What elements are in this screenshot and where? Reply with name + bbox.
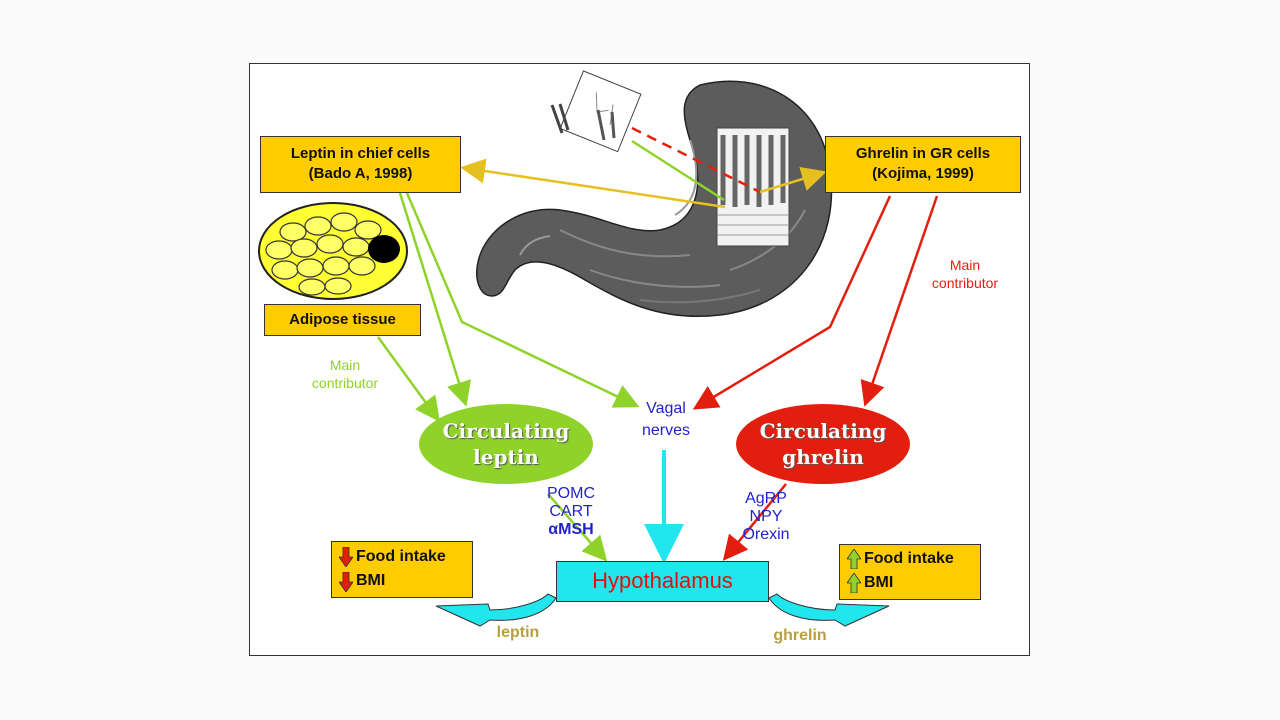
ghrelin-feedback-label: ghrelin bbox=[773, 627, 827, 644]
arrow-adipose-to-circulating bbox=[376, 336, 440, 423]
ghrelin-source-citation: (Kojima, 1999) bbox=[872, 165, 974, 182]
adipose-tissue-label: Adipose tissue bbox=[289, 311, 396, 328]
circulating-ghrelin-line2: ghrelin bbox=[782, 445, 864, 469]
green-gland-line bbox=[631, 139, 725, 202]
circulating-leptin-ellipse: Circulating leptin bbox=[419, 404, 593, 484]
vagal-nerves-label: Vagal nerves bbox=[641, 400, 691, 439]
arrow-leptin-to-circulating bbox=[398, 192, 471, 407]
leptin-effect-box: Food intake BMI bbox=[331, 541, 473, 598]
circulating-leptin-line2: leptin bbox=[473, 445, 539, 469]
ghrelin-effect-food-intake: Food intake bbox=[864, 550, 954, 567]
up-arrow-icon bbox=[847, 573, 861, 593]
circulating-leptin-line1: Circulating bbox=[442, 419, 570, 443]
adipose-cell-illustration bbox=[258, 202, 408, 300]
arrow-to-ghrelin-box bbox=[759, 166, 827, 194]
down-arrow-icon bbox=[339, 547, 353, 567]
red-dashed-line bbox=[631, 126, 761, 194]
ghrelin-effect-box: Food intake BMI bbox=[839, 544, 981, 600]
right-feedback-arrow bbox=[768, 593, 890, 627]
ghrelin-source-title: Ghrelin in GR cells bbox=[855, 145, 991, 162]
circulating-ghrelin-line1: Circulating bbox=[759, 419, 887, 443]
ghrelin-main-contributor-label: Main contributor bbox=[931, 257, 999, 291]
arrow-ghrelin-to-circulating bbox=[860, 195, 939, 407]
left-feedback-arrow bbox=[435, 593, 557, 627]
hypothalamus-box: Hypothalamus bbox=[556, 561, 769, 602]
leptin-source-box: Leptin in chief cells (Bado A, 1998) bbox=[260, 136, 461, 193]
arrow-leptin-to-vagal bbox=[405, 192, 640, 408]
arrow-to-leptin-box bbox=[460, 158, 726, 209]
arrow-leptin-to-hypothalamus bbox=[547, 493, 608, 562]
arrow-ghrelin-to-hypothalamus bbox=[722, 483, 787, 561]
leptin-source-citation: (Bado A, 1998) bbox=[308, 165, 413, 182]
stomach-illustration bbox=[476, 70, 833, 318]
leptin-source-title: Leptin in chief cells bbox=[290, 145, 431, 162]
leptin-feedback-label: leptin bbox=[496, 624, 540, 641]
circulating-ghrelin-ellipse: Circulating ghrelin bbox=[736, 404, 910, 484]
adipose-tissue-box: Adipose tissue bbox=[264, 304, 421, 336]
leptin-effect-bmi: BMI bbox=[356, 572, 386, 589]
hypothalamus-label: Hypothalamus bbox=[592, 568, 733, 593]
ghrelin-peptides-label: AgRP NPY Orexin bbox=[742, 490, 790, 543]
leptin-main-contributor-label: Main contributor bbox=[311, 357, 379, 391]
up-arrow-icon bbox=[847, 549, 861, 569]
arrow-ghrelin-to-vagal bbox=[692, 195, 892, 410]
leptin-peptides-label: POMC CART αMSH bbox=[547, 485, 595, 538]
leptin-effect-food-intake: Food intake bbox=[356, 548, 446, 565]
down-arrow-icon bbox=[339, 572, 353, 592]
ghrelin-effect-bmi: BMI bbox=[864, 574, 894, 591]
ghrelin-source-box: Ghrelin in GR cells (Kojima, 1999) bbox=[825, 136, 1021, 193]
